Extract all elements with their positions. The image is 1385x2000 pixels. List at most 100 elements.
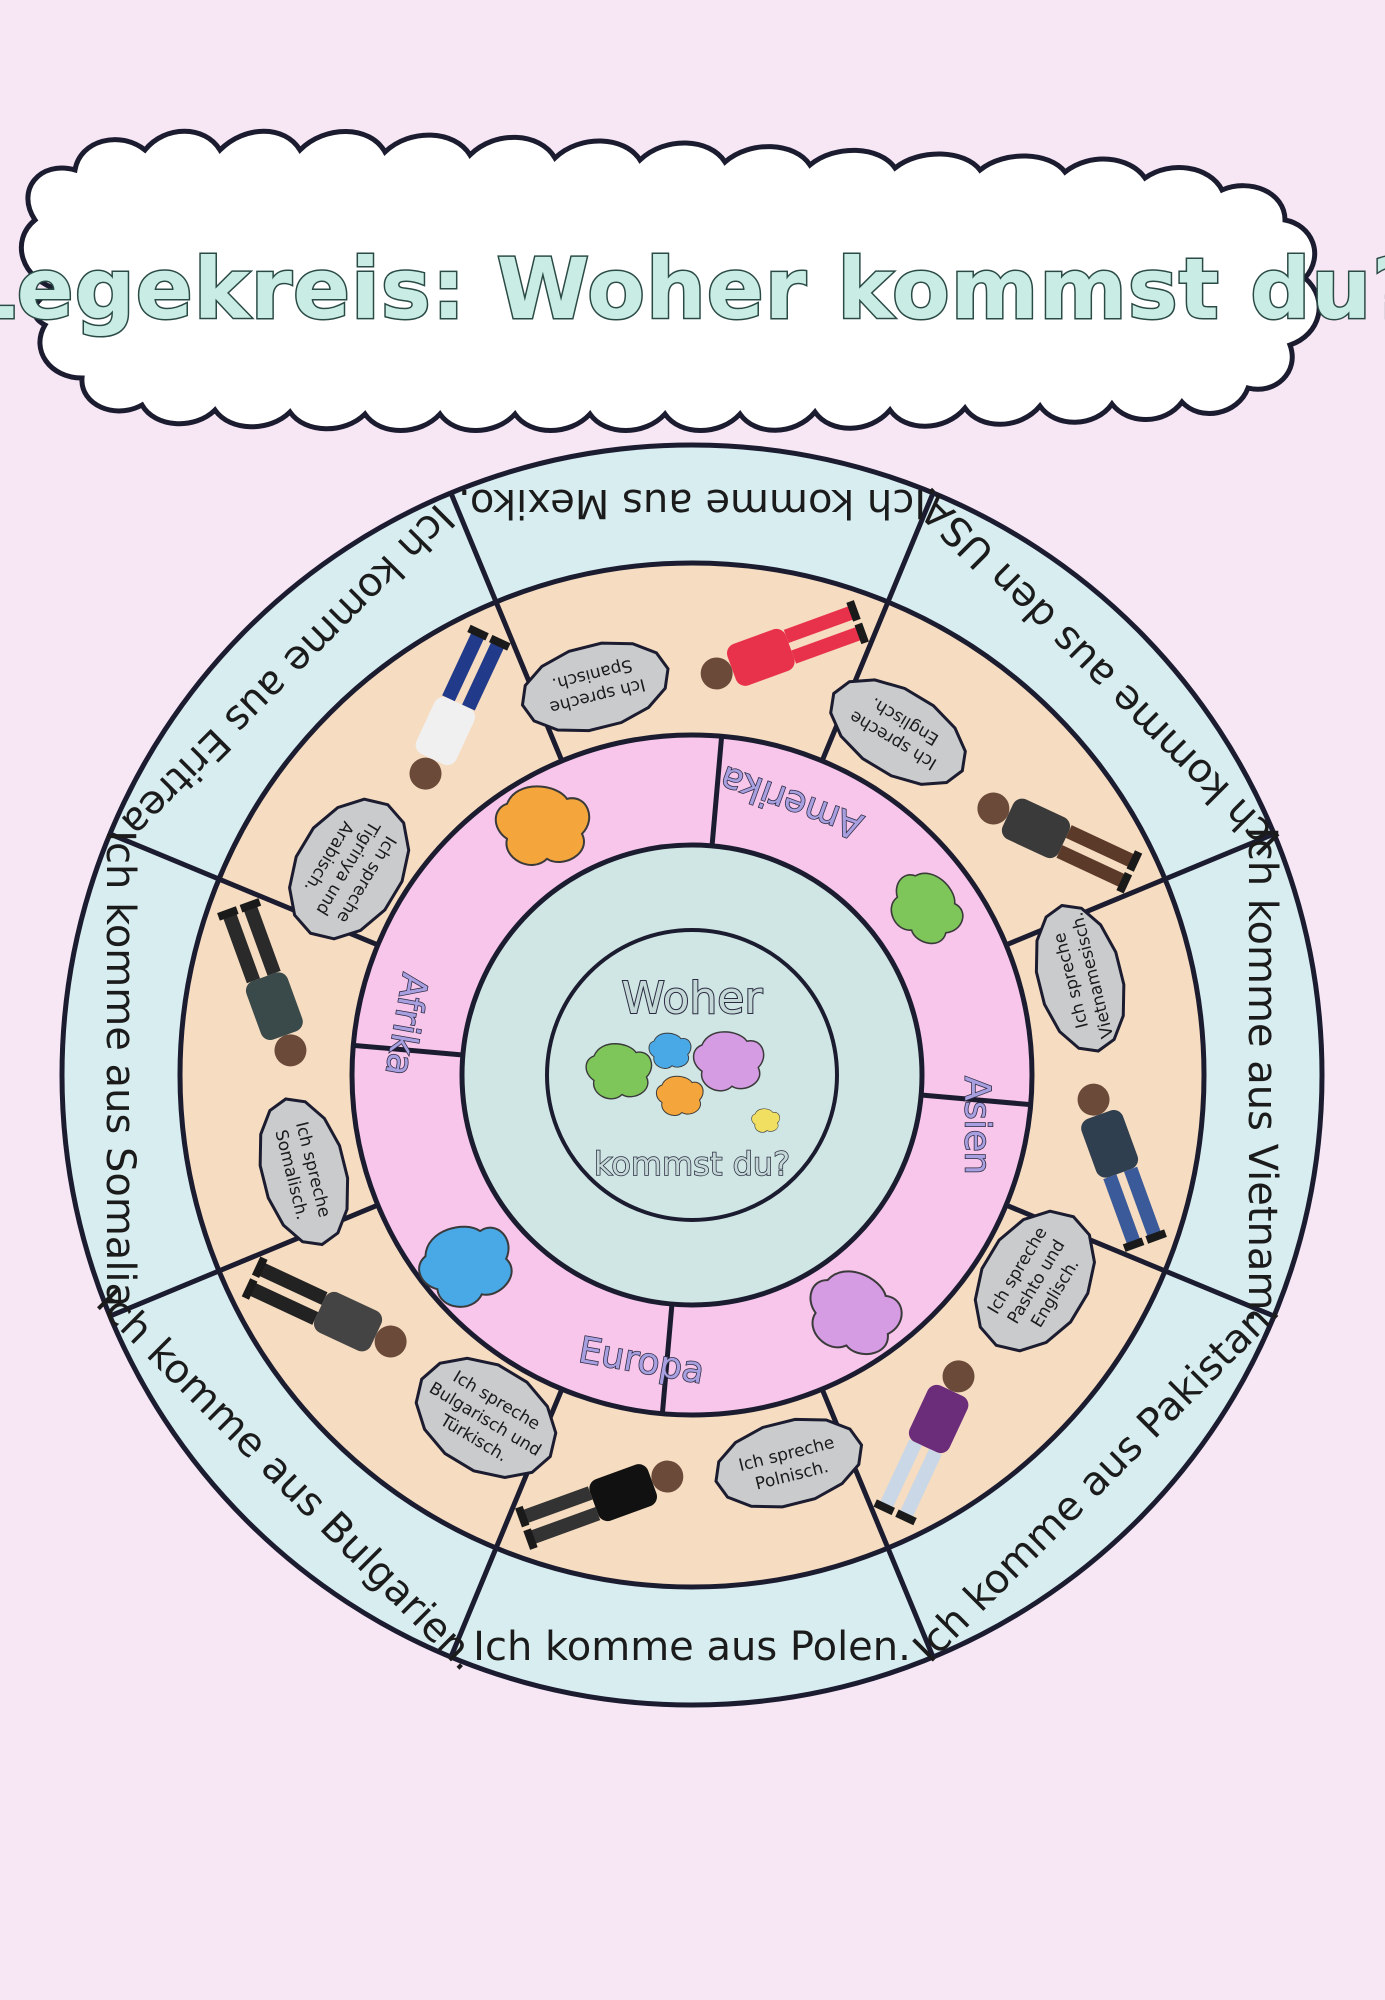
map-shape (751, 1108, 780, 1133)
person-shoe (467, 624, 489, 641)
people-layer (217, 600, 1167, 1550)
person-shoe (241, 1278, 258, 1300)
map-shape (648, 1032, 692, 1069)
country-label: Ich komme aus Vietnam. (1239, 827, 1285, 1323)
country-label-group: Ich komme aus Mexiko. (458, 480, 926, 526)
person-shoe (854, 622, 869, 645)
person-head (374, 1325, 407, 1358)
continent-divider (709, 736, 725, 847)
center-disc (545, 928, 839, 1222)
person-torso (589, 1464, 658, 1522)
africa-map (494, 785, 591, 866)
person-figure (700, 600, 869, 690)
continent-label: Asien (957, 1076, 998, 1174)
bubble-shape (829, 678, 967, 786)
person-figure (409, 624, 511, 790)
europe-map (418, 1225, 513, 1308)
world-map-piece (655, 1075, 704, 1117)
continent-maps (418, 785, 964, 1355)
person-leg (899, 1448, 942, 1519)
person-shoe (1122, 1237, 1145, 1252)
america-map (890, 872, 964, 945)
person-leg (222, 912, 261, 984)
center-title-line2: kommst du? (594, 1145, 790, 1183)
continent-divider (353, 1042, 464, 1058)
person-torso (245, 972, 303, 1041)
bubble-shape (1034, 903, 1126, 1053)
person-figure (977, 792, 1143, 894)
person-head (977, 792, 1010, 825)
person-head (942, 1360, 975, 1393)
bubble-shape (714, 1417, 864, 1509)
person-figure (515, 1460, 684, 1550)
world-map-piece (751, 1108, 780, 1133)
world-map-piece (648, 1032, 692, 1069)
person-shoe (251, 1256, 268, 1278)
bubble-shape (414, 1356, 558, 1479)
bubble-shape (288, 797, 411, 941)
person-leg (1123, 1166, 1162, 1238)
map-shape (692, 1031, 765, 1092)
person-shoe (1116, 872, 1133, 894)
center-circle: Woher kommst du? (545, 928, 839, 1222)
person-head (409, 757, 442, 790)
country-label-group: Ich komme aus Vietnam. (1239, 827, 1285, 1323)
country-label-group: Ich komme aus Polen. (473, 1624, 911, 1670)
person-leg (1065, 825, 1136, 868)
map-shape (655, 1075, 704, 1117)
person-leg (522, 1486, 593, 1524)
world-map-piece (585, 1043, 653, 1100)
person-shoe (515, 1505, 530, 1528)
person-shoe (846, 600, 861, 622)
person-figure (1077, 1083, 1167, 1252)
person-torso (313, 1291, 383, 1352)
person-leg (1056, 845, 1126, 888)
map-shape (890, 872, 964, 945)
person-torso (726, 628, 795, 686)
person-leg (529, 1506, 601, 1545)
bubble-shape (520, 641, 670, 733)
person-shoe (523, 1528, 538, 1550)
person-leg (248, 1282, 319, 1325)
map-shape (494, 785, 591, 866)
person-leg (258, 1262, 328, 1305)
country-label: Ich komme aus Somalia. (97, 830, 143, 1320)
country-label: Ich komme aus Polen. (473, 1624, 911, 1670)
world-map-piece (692, 1031, 765, 1092)
person-leg (462, 641, 505, 711)
person-head (1077, 1083, 1110, 1116)
person-leg (442, 631, 485, 702)
center-title-line1: Woher (622, 973, 764, 1024)
person-shoe (873, 1499, 895, 1516)
person-torso (1001, 798, 1071, 859)
map-shape (585, 1043, 653, 1100)
person-leg (1103, 1174, 1141, 1245)
country-label: Ich komme aus Mexiko. (458, 480, 926, 526)
person-torso (1081, 1109, 1139, 1178)
person-head (651, 1460, 684, 1493)
bubble-shape (258, 1097, 350, 1247)
continent-label-group: Asien (956, 1075, 999, 1175)
person-shoe (895, 1509, 917, 1526)
person-head (700, 657, 733, 690)
person-shoe (489, 634, 511, 651)
person-leg (783, 605, 855, 644)
person-leg (791, 626, 862, 664)
person-torso (908, 1384, 969, 1454)
person-shoe (1145, 1229, 1167, 1244)
person-figure (873, 1360, 975, 1526)
country-label-group: Ich komme aus Somalia. (97, 830, 143, 1320)
person-head (274, 1034, 307, 1067)
asia-map (809, 1270, 903, 1355)
person-shoe (217, 906, 239, 921)
person-figure (241, 1256, 407, 1358)
person-figure (217, 898, 307, 1067)
